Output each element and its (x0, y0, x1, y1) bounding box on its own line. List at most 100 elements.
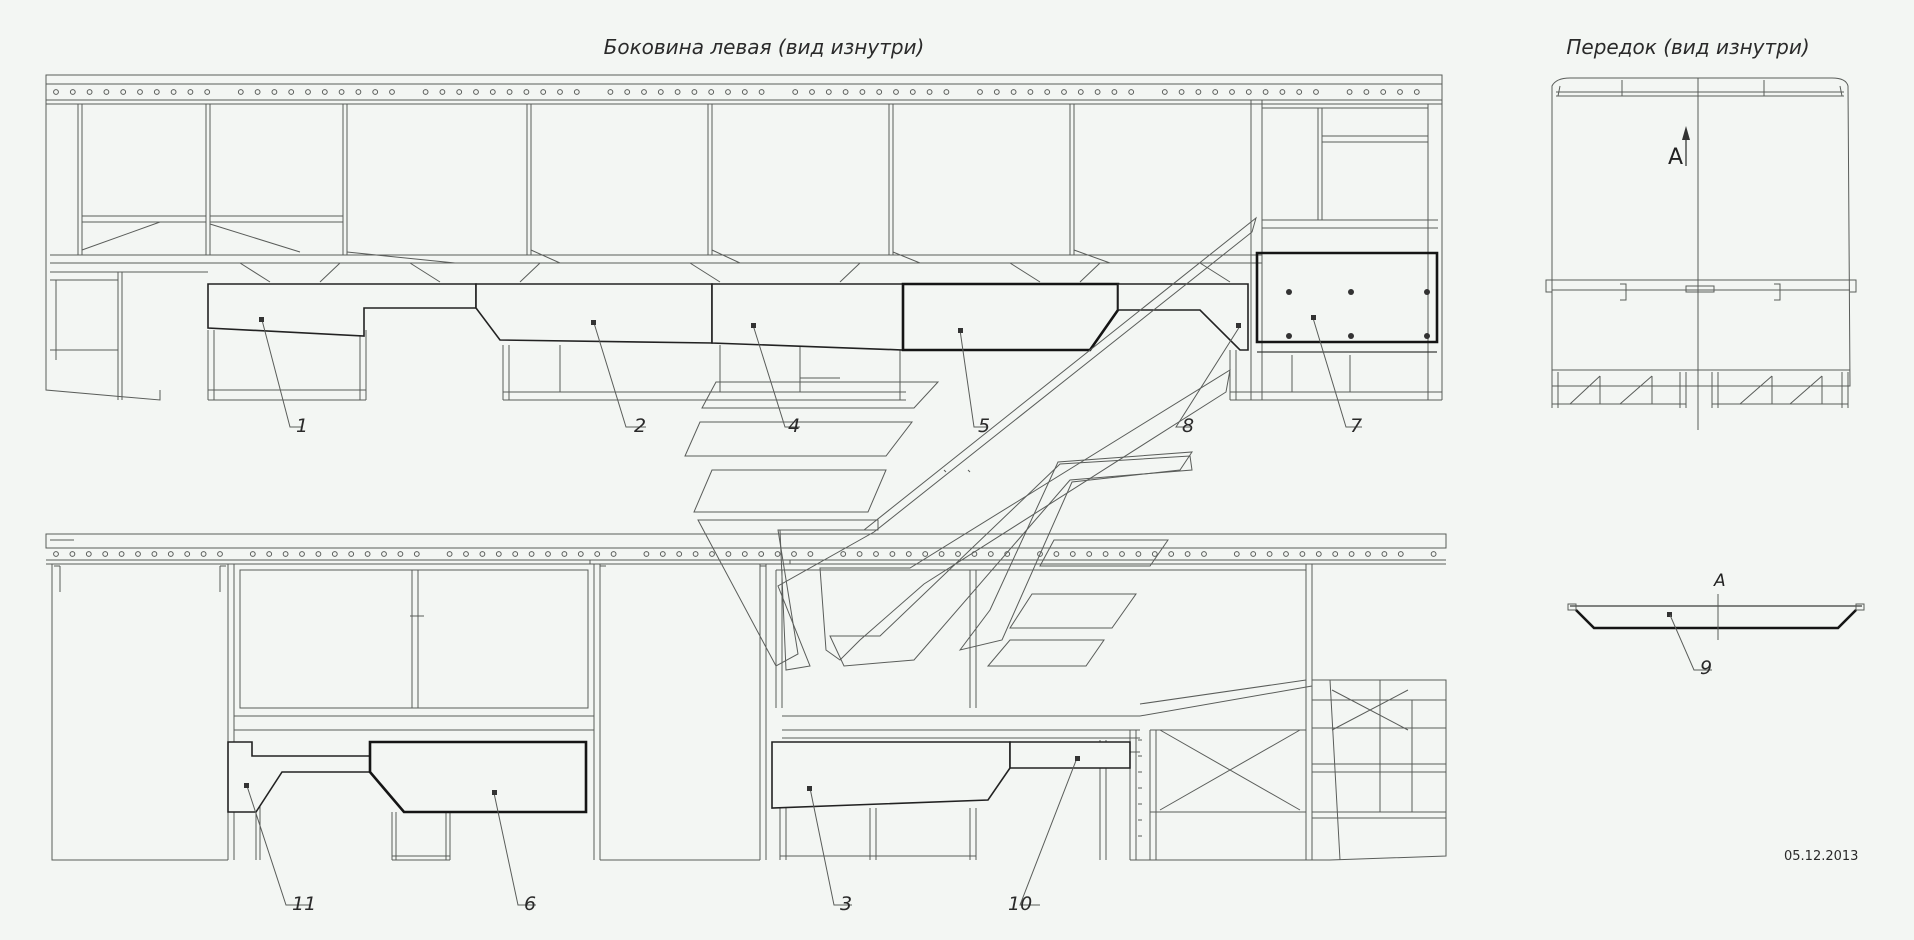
rivet (254, 89, 261, 95)
rivet (446, 551, 453, 557)
rivet (338, 89, 345, 95)
rivet (53, 89, 59, 95)
rivet (315, 551, 322, 557)
title-front: Передок (вид изнутри) (1566, 35, 1809, 59)
rivet (528, 551, 535, 557)
rivet (1053, 551, 1060, 557)
rivet (1027, 89, 1034, 95)
rivet (1262, 89, 1269, 95)
rivet (1397, 89, 1403, 95)
rivet (643, 551, 650, 557)
rivet (1313, 89, 1319, 95)
rivet (987, 551, 994, 557)
rivet (137, 89, 143, 95)
rivet (479, 551, 486, 557)
rivet (397, 551, 404, 557)
part-1-panel (207, 283, 477, 337)
rivet (809, 89, 815, 95)
part-numbers: 1 2 4 5 8 7 9 11 6 3 10 (292, 415, 1712, 915)
rivet (1184, 551, 1191, 557)
rivet (1229, 89, 1235, 95)
rivet (523, 89, 530, 95)
rivet (167, 551, 174, 557)
rivet (842, 89, 849, 95)
rivet (1128, 89, 1135, 95)
rivet (103, 89, 110, 95)
rivet (893, 89, 899, 95)
rivet (1151, 551, 1158, 557)
rivet (1299, 551, 1306, 557)
rivet-row-bottom (53, 551, 1437, 557)
leaders-upper (259, 315, 1362, 428)
rivet (840, 551, 847, 557)
rivet (1346, 89, 1353, 95)
part-10-panel (1009, 741, 1131, 769)
rivet (557, 89, 563, 95)
rivet (1332, 551, 1339, 557)
rivet (506, 89, 513, 95)
section-a-view: A (1567, 571, 1865, 671)
rivet (86, 89, 93, 95)
rivet (971, 551, 978, 557)
rivet (594, 551, 601, 557)
rivet (473, 89, 479, 95)
rivet (217, 551, 223, 557)
rivet (237, 89, 244, 95)
rivet (1111, 89, 1118, 95)
rivet (774, 551, 781, 557)
rivet (1201, 551, 1207, 557)
rivet (1094, 89, 1101, 95)
rivet (1061, 89, 1067, 95)
rivet (1245, 89, 1252, 95)
rivet (691, 89, 698, 95)
rivet (439, 89, 446, 95)
rivet (102, 551, 109, 557)
rivet (1010, 89, 1017, 95)
rivet (876, 89, 883, 95)
rivet (151, 551, 158, 557)
rivet (993, 89, 1000, 95)
rivet (1296, 89, 1303, 95)
part-number-4: 4 (788, 415, 800, 437)
rivet (69, 551, 76, 557)
rivet (364, 551, 371, 557)
rivet (495, 551, 502, 557)
rivet (1168, 551, 1175, 557)
part-11-panel (227, 741, 371, 813)
rivet (456, 89, 463, 95)
drawing-date: 05.12.2013 (1784, 849, 1858, 864)
rivet (204, 89, 211, 95)
rivet (856, 551, 863, 557)
rivet (758, 89, 765, 95)
rivet (708, 89, 715, 95)
rivet (1004, 551, 1011, 557)
rivet (489, 89, 496, 95)
rivet (1044, 89, 1051, 95)
rivet (282, 551, 289, 557)
rivet (53, 551, 59, 557)
rivet (692, 551, 699, 557)
rivet (1119, 551, 1125, 557)
rivet (659, 551, 666, 557)
rivet (348, 551, 355, 557)
rivet (69, 89, 76, 95)
rivet (725, 551, 732, 557)
rivet (792, 89, 799, 95)
rivet (1037, 551, 1043, 557)
part-number-8: 8 (1182, 415, 1194, 437)
rivet (372, 89, 379, 95)
part-number-5: 5 (978, 415, 990, 437)
part-3-panel (771, 741, 1011, 809)
rivet (331, 551, 338, 557)
title-side-left: Боковина левая (вид изнутри) (604, 35, 925, 59)
rivet (873, 551, 879, 557)
flat-pattern-parts (684, 216, 1257, 671)
rivet (512, 551, 519, 557)
rivet (573, 89, 580, 95)
part-number-6: 6 (524, 893, 536, 915)
rivet (1413, 89, 1420, 95)
rivet (674, 89, 681, 95)
part-number-10: 10 (1008, 893, 1032, 915)
rivet (200, 551, 207, 557)
